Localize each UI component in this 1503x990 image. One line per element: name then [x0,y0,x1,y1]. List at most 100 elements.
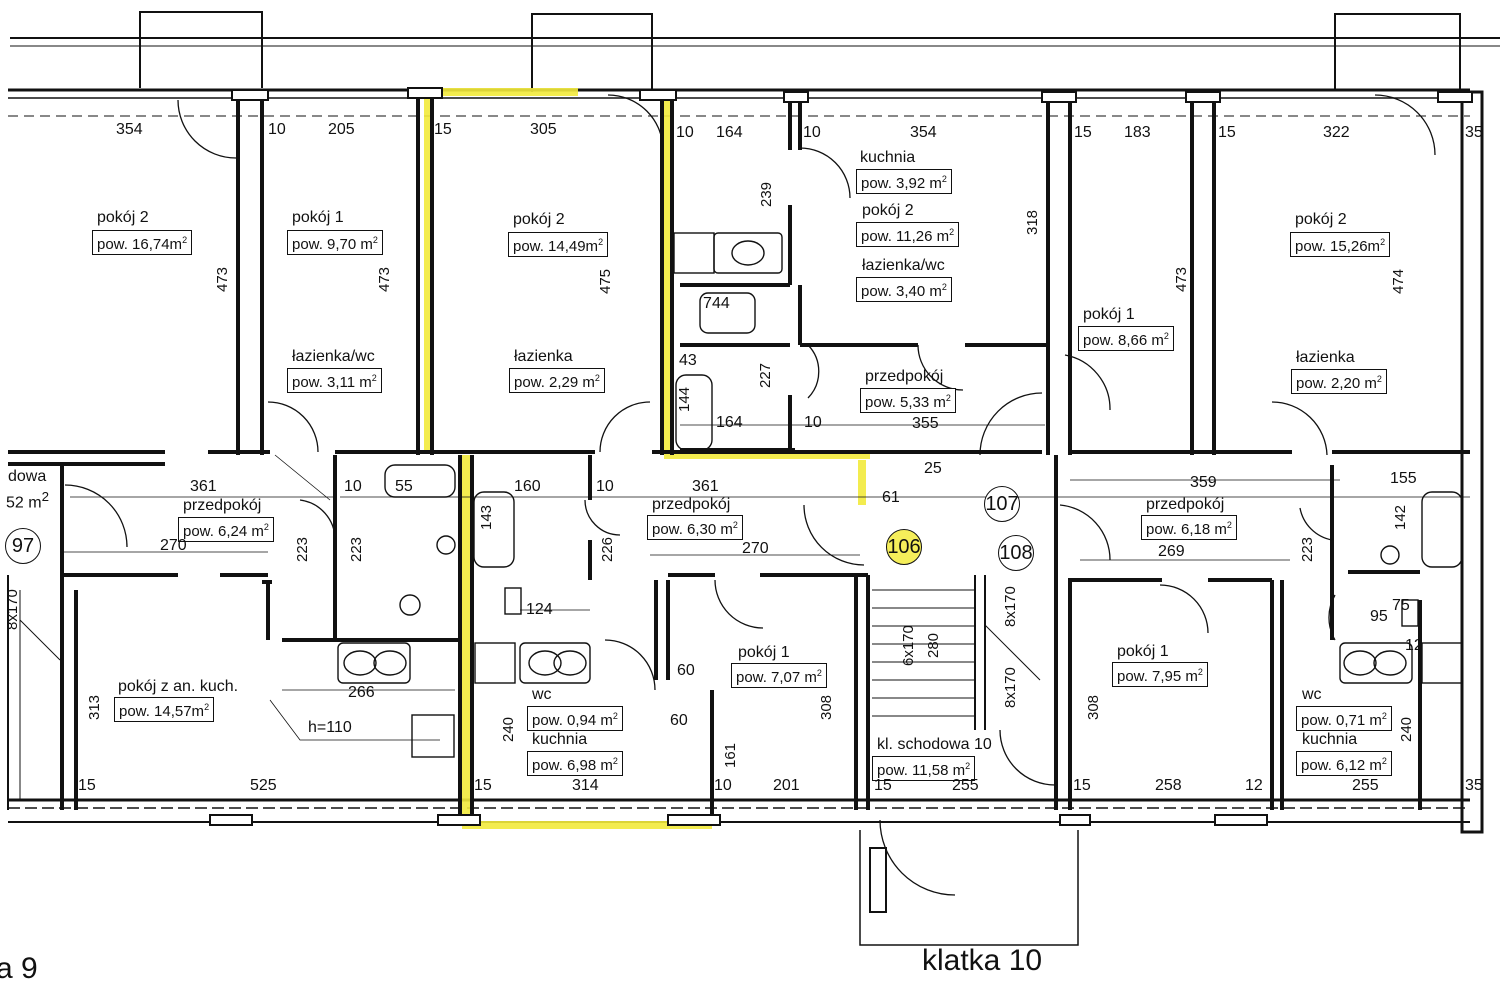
room-area: pow. 6,24 m2 [178,517,274,542]
dimension-vertical: 142 [1392,504,1409,530]
sq-mark: 2 [204,702,210,712]
room-area: pow. 5,33 m2 [860,388,956,413]
sq-mark: 2 [941,174,947,184]
dimension: 124 [526,601,553,618]
room-area-text: pow. 2,20 m [1296,375,1377,392]
room-name: pokój 2 [1295,211,1347,228]
room-name: pokój 1 [292,209,344,226]
dimension: 35 [1465,777,1483,794]
room-name: kuchnia [532,731,588,748]
room-name: łazienka/wc [862,257,945,274]
room-name: łazienka/wc [292,348,375,365]
height-note: h=110 [308,719,352,736]
room-name: pokój 2 [862,202,914,219]
room-area-text: 52 m [6,494,42,512]
dimension: 10 [268,121,286,138]
room-name: przedpokój [1146,496,1225,513]
room-area: pow. 2,29 m2 [509,368,605,393]
dimension: 15 [1074,124,1092,141]
dimension-vertical: 318 [1024,209,1041,235]
room-area: pow. 6,12 m2 [1296,751,1392,776]
sq-mark: 2 [612,756,618,766]
room-name: wc [532,686,552,703]
room-area-text: pow. 2,29 m [514,374,595,391]
dimension: 7 [703,295,712,312]
dimension: 10 [803,124,821,141]
dimension-vertical: 280 [925,632,942,658]
sq-mark: 2 [965,761,971,771]
room-area-text: pow. 6,18 m [1146,521,1227,538]
room-area-text: pow. 6,12 m [1301,757,1382,774]
dimension: 269 [1158,543,1185,560]
room-area: pow. 7,07 m2 [731,663,827,688]
room-name: wc [1302,686,1322,703]
sq-mark: 2 [1226,520,1232,530]
dimension: 270 [160,537,187,554]
dimension: 43 [679,352,697,369]
room-area: pow. 3,11 m2 [287,368,382,393]
dimension: 201 [773,777,800,794]
room-area: pow. 11,26 m2 [856,222,960,247]
dimension: 10 [714,777,732,794]
sq-mark: 2 [263,522,269,532]
dimension: 55 [395,478,413,495]
dimension-vertical: 313 [86,694,103,720]
room-area-text: pow. 6,98 m [532,757,613,774]
room-area-text: pow. 8,66 m [1083,332,1164,349]
left-caption-fragment: a 9 [0,952,38,985]
room-name: kuchnia [860,149,916,166]
dimension: 25 [924,460,942,477]
room-area-text: pow. 11,58 m [877,762,966,779]
dimension: 10 [596,478,614,495]
sq-mark: 2 [1197,667,1203,677]
dimension: 61 [882,489,900,506]
dimension: 10 [344,478,362,495]
dimension: 270 [742,540,769,557]
room-area-text: pow. 6,30 m [652,521,733,538]
dimension-vertical: 308 [1085,694,1102,720]
room-area: pow. 8,66 m2 [1078,326,1174,351]
room-area-text: pow. 14,57m [119,703,205,720]
sq-mark: 2 [816,668,822,678]
dimension-vertical: 227 [757,362,774,388]
dimension-vertical: 475 [597,268,614,294]
unit-number-106: 106 [886,529,922,565]
dimension-vertical: 308 [818,694,835,720]
dimension: 10 [804,414,822,431]
sq-mark: 2 [182,235,188,245]
room-area: pow. 0,71 m2 [1296,706,1392,731]
room-name: pokój 1 [1083,306,1135,323]
unit-number-97: 97 [5,528,41,564]
room-area: pow. 6,30 m2 [647,515,743,540]
balcony-outlines [10,11,1500,92]
room-area: pow. 11,58 m2 [872,756,976,781]
room-area: pow. 7,95 m2 [1112,662,1208,687]
room-area-text: pow. 11,26 m [861,228,950,245]
dimension: 322 [1323,124,1350,141]
room-name: przedpokój [865,368,944,385]
door-swings [64,94,1436,896]
stairs-label: 8x170 [4,589,21,630]
dimension: 359 [1190,474,1217,491]
room-area-text: 52 m2 [6,488,49,512]
dimension: 12 [1405,637,1423,654]
sq-mark: 2 [372,235,378,245]
room-name: pokój z an. kuch. [118,678,239,695]
dimension-vertical: 143 [478,504,495,530]
room-area-text: pow. 3,40 m [861,283,942,300]
sq-mark: 2 [598,237,604,247]
dimension-vertical: 161 [722,742,739,768]
dimension: 354 [910,124,937,141]
room-area-text: pow. 15,26m [1295,238,1381,255]
dimension-vertical: 223 [294,536,311,562]
dimension: 95 [1370,608,1388,625]
room-area-text: pow. 16,74m [97,236,183,253]
sq-mark: 2 [612,711,618,721]
room-area: pow. 6,98 m2 [527,751,623,776]
fixtures [337,232,1463,758]
dimension: 35 [1465,124,1483,141]
dimension: 15 [874,777,892,794]
dimension: 205 [328,121,355,138]
dimension: 60 [670,712,688,729]
